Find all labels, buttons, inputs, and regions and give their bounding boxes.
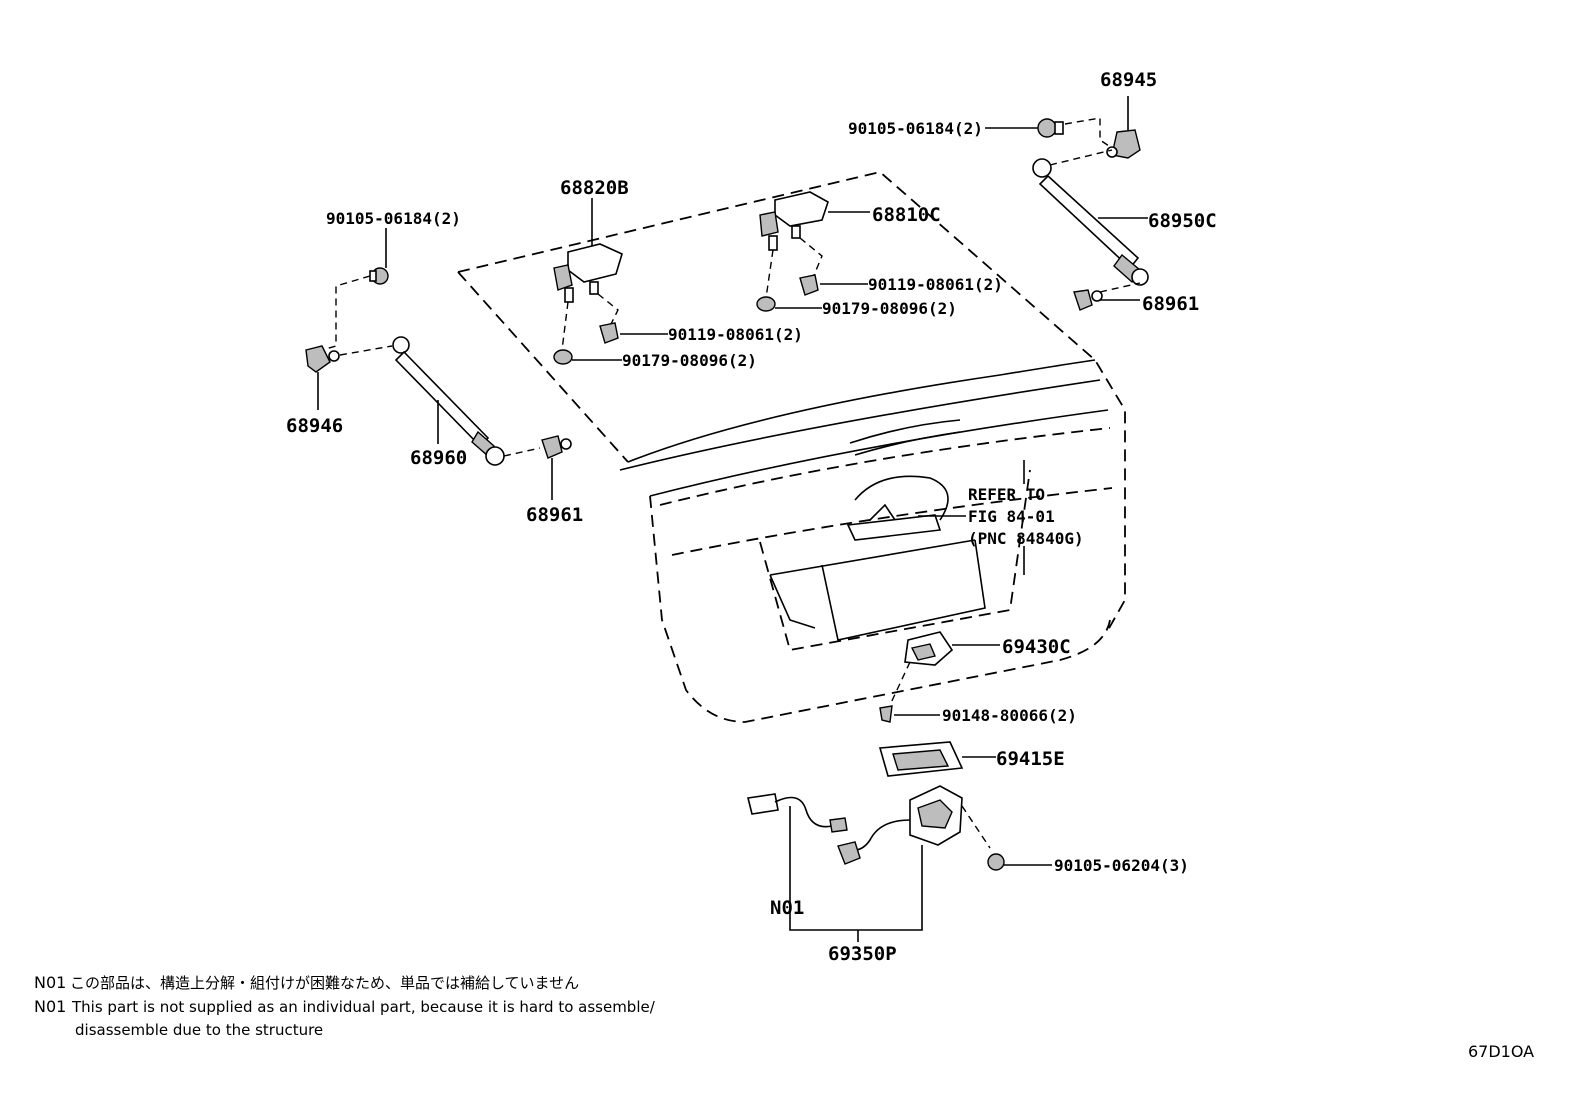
nut-90119-08061-center bbox=[799, 274, 868, 296]
back-door-outline bbox=[457, 171, 1126, 723]
refer-line-3: (PNC 84840G) bbox=[968, 529, 1084, 548]
label-90148-80066: 90148-80066(2) bbox=[942, 706, 1077, 725]
note-en-text-line1: This part is not supplied as an individu… bbox=[71, 998, 656, 1016]
label-69415E: 69415E bbox=[996, 748, 1065, 770]
label-69350P: 69350P bbox=[828, 943, 897, 965]
refer-leader bbox=[918, 460, 1025, 575]
nut-90119-08061-left bbox=[599, 322, 668, 344]
label-68820B: 68820B bbox=[560, 177, 629, 199]
lock-assembly-69350P bbox=[747, 785, 1052, 942]
label-68950C: 68950C bbox=[1148, 210, 1217, 232]
label-68961-left: 68961 bbox=[526, 504, 583, 526]
ball-stud-68961-left bbox=[541, 435, 572, 500]
bolt-90148-80066 bbox=[879, 705, 940, 723]
note-jp-text: この部品は、構造上分解・組付けが困難なため、単品では補給していません bbox=[70, 974, 579, 992]
refer-line-1: REFER TO bbox=[968, 485, 1045, 504]
bolt-90105-06184-right bbox=[985, 117, 1113, 149]
label-90119-08061-center: 90119-08061(2) bbox=[868, 275, 1003, 294]
bracket-68945 bbox=[1106, 96, 1141, 159]
bracket-68946 bbox=[305, 345, 393, 410]
label-90179-08096-center: 90179-08096(2) bbox=[822, 299, 957, 318]
label-90105-06204: 90105-06204(3) bbox=[1054, 856, 1189, 875]
bolt-90105-06184-left bbox=[321, 228, 389, 351]
ball-stud-68961-right bbox=[1073, 282, 1141, 311]
damper-stay-68960 bbox=[392, 336, 541, 466]
note-en-prefix: N01 bbox=[34, 997, 66, 1016]
label-90105-06184-left: 90105-06184(2) bbox=[326, 209, 461, 228]
figure-code: 67D1OA bbox=[1468, 1042, 1534, 1061]
hinge-68810C bbox=[759, 191, 870, 299]
washer-90179-08096-left bbox=[553, 349, 622, 365]
label-68960: 68960 bbox=[410, 447, 467, 469]
refer-line-2: FIG 84-01 bbox=[968, 507, 1055, 526]
label-68961-right: 68961 bbox=[1142, 293, 1199, 315]
note-jp-prefix: N01 bbox=[34, 973, 66, 992]
label-69430C: 69430C bbox=[1002, 636, 1071, 658]
striker-69430C bbox=[889, 631, 1000, 706]
note-en-text-line2: disassemble due to the structure bbox=[75, 1021, 323, 1039]
damper-stay-68950C bbox=[1032, 149, 1149, 286]
label-90119-08061-left: 90119-08061(2) bbox=[668, 325, 803, 344]
washer-90179-08096-center bbox=[756, 296, 822, 312]
label-68946: 68946 bbox=[286, 415, 343, 437]
label-68810C: 68810C bbox=[872, 204, 941, 226]
hinge-68820B bbox=[553, 198, 623, 351]
label-90105-06184-right: 90105-06184(2) bbox=[848, 119, 983, 138]
cover-69415E bbox=[878, 741, 996, 777]
label-n01: N01 bbox=[770, 897, 804, 919]
label-90179-08096-left: 90179-08096(2) bbox=[622, 351, 757, 370]
label-68945: 68945 bbox=[1100, 69, 1157, 91]
